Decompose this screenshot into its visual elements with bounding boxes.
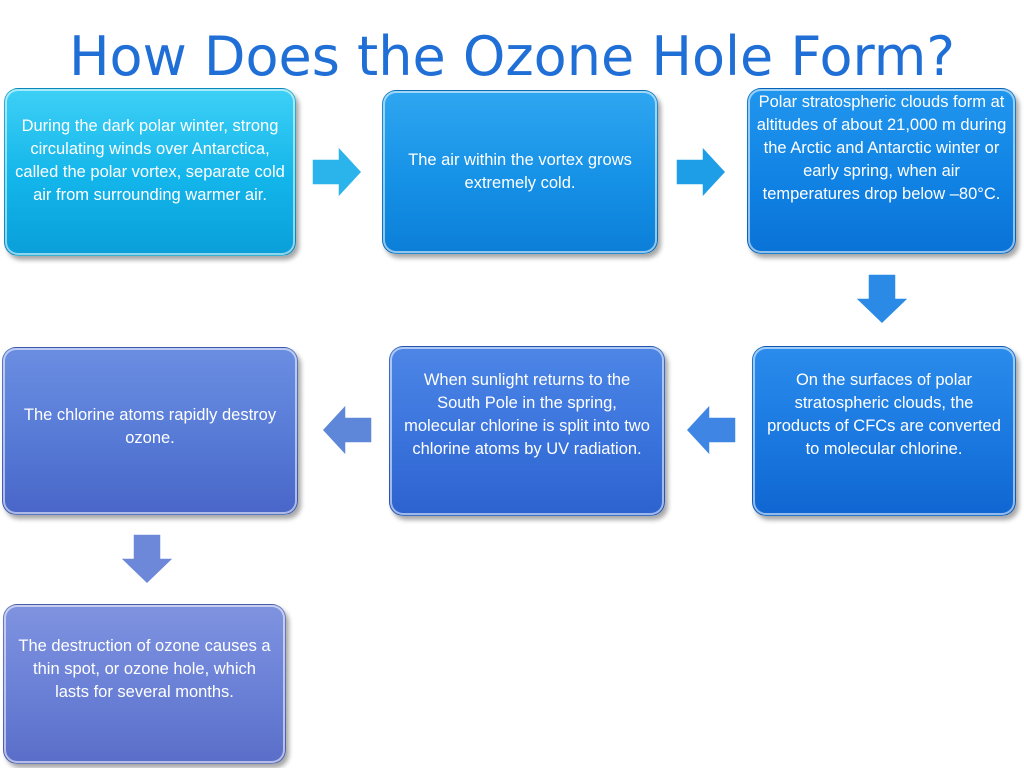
arrow-left-icon	[320, 402, 373, 458]
step-1-text: During the dark polar winter, strong cir…	[15, 117, 285, 204]
page-title: How Does the Ozone Hole Form?	[68, 25, 956, 88]
step-6-box: The chlorine atoms rapidly destroy ozone…	[2, 347, 298, 515]
arrow-down-icon	[118, 533, 176, 586]
step-7-text: The destruction of ozone causes a thin s…	[18, 637, 271, 701]
arrow-3-shape	[853, 273, 911, 326]
step-2-box: The air within the vortex grows extremel…	[382, 90, 658, 254]
arrow-2-shape	[675, 144, 728, 200]
step-5-text: When sunlight returns to the South Pole …	[404, 371, 650, 458]
step-3-box: Polar stratospheric clouds form at altit…	[747, 88, 1016, 254]
step-5-box: When sunlight returns to the South Pole …	[389, 346, 665, 516]
arrow-right-icon	[675, 144, 728, 200]
arrow-4-shape	[684, 402, 737, 458]
step-1-box: During the dark polar winter, strong cir…	[4, 88, 296, 256]
arrow-left-icon	[684, 402, 737, 458]
arrow-1-shape	[311, 144, 364, 200]
step-4-text: On the surfaces of polar stratospheric c…	[767, 371, 1001, 458]
arrow-6-shape	[118, 533, 176, 586]
step-2-text: The air within the vortex grows extremel…	[408, 151, 632, 192]
arrow-down-icon	[853, 273, 911, 326]
step-6-text: The chlorine atoms rapidly destroy ozone…	[23, 406, 277, 447]
step-7-box: The destruction of ozone causes a thin s…	[3, 604, 286, 764]
step-4-box: On the surfaces of polar stratospheric c…	[752, 346, 1016, 516]
arrow-right-icon	[311, 144, 364, 200]
arrow-5-shape	[320, 402, 373, 458]
step-3-text: Polar stratospheric clouds form at altit…	[756, 93, 1007, 203]
